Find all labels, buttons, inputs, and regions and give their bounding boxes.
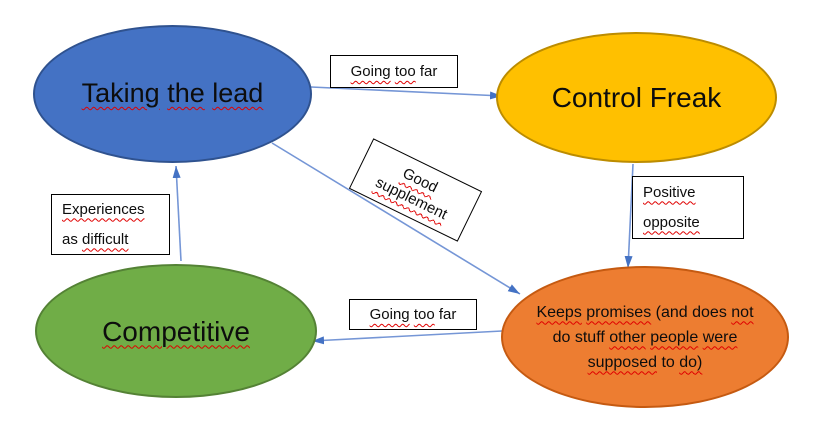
word: opposite xyxy=(643,213,700,231)
edge-label-going-too-far-top[interactable]: Going too far xyxy=(330,55,458,88)
word: promises xyxy=(586,303,652,321)
word: far xyxy=(419,63,438,80)
edge-label-positive-opposite[interactable]: Positive opposite xyxy=(632,176,744,239)
word: Keeps xyxy=(536,303,582,321)
arrow-keepspromises-to-competitive xyxy=(311,330,503,345)
word: does xyxy=(692,303,727,321)
word: Competitive xyxy=(102,315,250,347)
word: Positive xyxy=(643,183,696,201)
word: Freak xyxy=(649,82,722,113)
node-competitive[interactable]: Competitive xyxy=(35,264,317,398)
word: too xyxy=(413,306,435,323)
word: difficult xyxy=(82,230,129,248)
node-control-freak[interactable]: Control Freak xyxy=(496,32,777,163)
node-taking-the-lead[interactable]: Taking the lead xyxy=(33,25,312,163)
word: as xyxy=(62,230,78,248)
word: do) xyxy=(679,353,703,371)
word: the xyxy=(167,78,205,109)
arrow-competitive-to-lead xyxy=(172,165,182,262)
word: Taking xyxy=(81,78,160,109)
word: Experiences xyxy=(62,200,145,218)
node-keeps-promises[interactable]: Keeps promises (and does not do stuff oth… xyxy=(501,266,789,408)
edge-label-experiences-as-difficult[interactable]: Experiences as difficult xyxy=(51,194,170,255)
word: lead xyxy=(212,78,264,109)
word: do xyxy=(552,328,571,346)
word: other xyxy=(609,328,646,346)
arrow-lead-to-controlfreak xyxy=(310,86,503,100)
word: Control xyxy=(551,82,642,113)
word: people xyxy=(650,328,699,346)
word: far xyxy=(438,306,457,323)
word: stuff xyxy=(574,328,605,346)
word: were xyxy=(702,328,738,346)
word: not xyxy=(731,303,754,321)
word: (and xyxy=(655,303,688,321)
word: Going xyxy=(369,306,410,323)
word: to xyxy=(661,353,675,371)
word: supposed xyxy=(587,353,657,371)
edge-label-going-too-far-bottom[interactable]: Going too far xyxy=(349,299,477,330)
word: too xyxy=(394,63,416,80)
word: Going xyxy=(350,63,391,80)
